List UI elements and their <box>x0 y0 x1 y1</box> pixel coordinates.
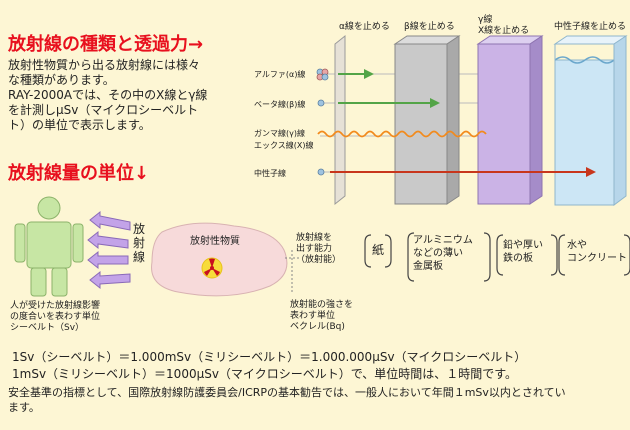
becquerel-caption-line: ベクレル(Bq) <box>290 322 345 332</box>
xray-label: エックス線(X)線 <box>254 141 314 150</box>
ability-caption-line: 出す能力 <box>296 244 333 254</box>
ability-caption-line: 放射線を <box>296 233 333 243</box>
gamma-stop-label-2: X線を止める <box>478 26 530 36</box>
person-radiation-label: 放 射 線 <box>133 222 145 264</box>
neutron-arrow <box>330 167 596 177</box>
bracket-paper-right <box>384 234 392 268</box>
sievert-caption: 人が受けた放射線影響 の度合いを表わす単位 シーベルト（Sv） <box>10 301 100 334</box>
radiation-arrow-3 <box>87 250 129 270</box>
intro-line: 放射性物質から出る放射線には様々 <box>8 58 201 72</box>
unit-conversion-line-2: 1mSv（ミリシーベルト）＝1000μSv（マイクロシーベルト）で、単位時間は、… <box>12 367 518 381</box>
heading-penetration-text: 放射線の種類と透過力 <box>8 34 188 55</box>
gamma-wave <box>317 130 487 138</box>
bracket-paper-left <box>364 234 372 268</box>
intro-line: を計測しμSv（マイクロシーベルト <box>8 103 199 117</box>
ability-caption: 放射線を 出す能力 （放射能） <box>296 233 341 266</box>
beta-ray-label: ベータ線(β)線 <box>254 100 306 109</box>
intro-paragraph: 放射性物質から出る放射線には様々 な種類があります。 RAY-2000Aでは、そ… <box>8 58 207 133</box>
heading-penetration: 放射線の種類と透過力→ <box>8 30 203 56</box>
radiation-arrow-4 <box>89 270 131 290</box>
arrow-down-icon: ↓ <box>134 163 150 184</box>
safety-note: 安全基準の指標として、国際放射線防護委員会/ICRPの基本勧告では、一般人におい… <box>8 385 566 415</box>
gamma-stop-label-1: γ線 <box>478 15 493 25</box>
material-paper: 紙 <box>372 243 385 257</box>
material-metal: アルミニウム などの薄い 金属板 <box>413 234 473 273</box>
person-radiation-char: 放 <box>133 222 146 236</box>
material-water-line: 水や <box>567 240 587 251</box>
aluminium-shield <box>393 35 461 205</box>
bracket-metal-right <box>483 232 491 282</box>
sievert-caption-line: 人が受けた放射線影響 <box>10 301 101 311</box>
material-water-line: コンクリート <box>567 253 627 264</box>
becquerel-caption: 放射能の強さを 表わす単位 ベクレル(Bq) <box>290 300 353 333</box>
material-water: 水や コンクリート <box>567 239 627 265</box>
radiation-arrow-1 <box>89 210 131 231</box>
intro-line: ト）の単位で表示します。 <box>8 118 151 132</box>
bracket-lead-left <box>496 234 504 276</box>
neutron-ray-label: 中性子線 <box>254 169 286 178</box>
material-lead: 鉛や厚い 鉄の板 <box>503 239 543 265</box>
beta-arrow <box>338 98 440 108</box>
bracket-water-left <box>558 234 566 276</box>
sievert-caption-line: の度合いを表わす単位 <box>10 312 101 322</box>
alpha-stop-label: α線を止める <box>339 22 390 32</box>
alpha-ray-symbol <box>316 68 329 81</box>
paper-shield <box>334 34 346 206</box>
material-metal-line: アルミニウム <box>413 235 473 246</box>
unit-conversion-line-1: 1Sv（シーベルト）＝1.000mSv（ミリシーベルト）＝1.000.000μS… <box>12 350 527 364</box>
person-radiation-char: 射 <box>133 236 146 250</box>
bracket-water-right <box>623 234 630 276</box>
water-shield <box>553 35 628 206</box>
arrow-right-icon: → <box>188 34 204 55</box>
alpha-arrow <box>338 69 374 79</box>
becquerel-caption-line: 放射能の強さを <box>290 300 354 310</box>
incoming-radiation-arrows <box>87 210 131 290</box>
bracket-metal-left <box>407 232 415 282</box>
becquerel-caption-line: 表わす単位 <box>290 311 336 321</box>
heading-units: 放射線量の単位↓ <box>8 159 149 185</box>
lead-shield <box>476 35 544 205</box>
sievert-caption-line: シーベルト（Sv） <box>10 323 85 333</box>
neutron-ray-symbol <box>317 168 325 176</box>
radioactive-material-label: 放射性物質 <box>190 236 240 247</box>
neutron-stop-label: 中性子線を止める <box>554 22 627 32</box>
safety-note-line: ます。 <box>8 401 40 414</box>
alpha-ray-label: アルファ(α)線 <box>254 70 306 79</box>
material-metal-line: 金属板 <box>413 261 443 272</box>
person-radiation-char: 線 <box>133 250 146 264</box>
intro-line: な種類があります。 <box>8 73 115 87</box>
person-figure <box>14 196 84 297</box>
dotted-connectors <box>285 250 300 292</box>
heading-units-text: 放射線量の単位 <box>8 163 134 184</box>
material-lead-line: 鉄の板 <box>503 253 533 264</box>
gamma-ray-label: ガンマ線(γ)線 <box>254 129 305 138</box>
material-lead-line: 鉛や厚い <box>503 240 543 251</box>
material-brackets <box>364 232 630 282</box>
beta-stop-label: β線を止める <box>404 22 455 32</box>
material-metal-line: などの薄い <box>413 248 463 259</box>
radioactive-material-blob <box>151 222 288 297</box>
beta-ray-symbol <box>317 99 325 107</box>
ability-caption-line: （放射能） <box>296 255 342 265</box>
safety-note-line: 安全基準の指標として、国際放射線防護委員会/ICRPの基本勧告では、一般人におい… <box>8 386 566 399</box>
radiation-arrow-2 <box>87 230 129 250</box>
radiation-trefoil-icon <box>201 257 223 279</box>
bracket-lead-right <box>550 234 558 276</box>
intro-line: RAY-2000Aでは、その中のX線とγ線 <box>8 88 208 102</box>
